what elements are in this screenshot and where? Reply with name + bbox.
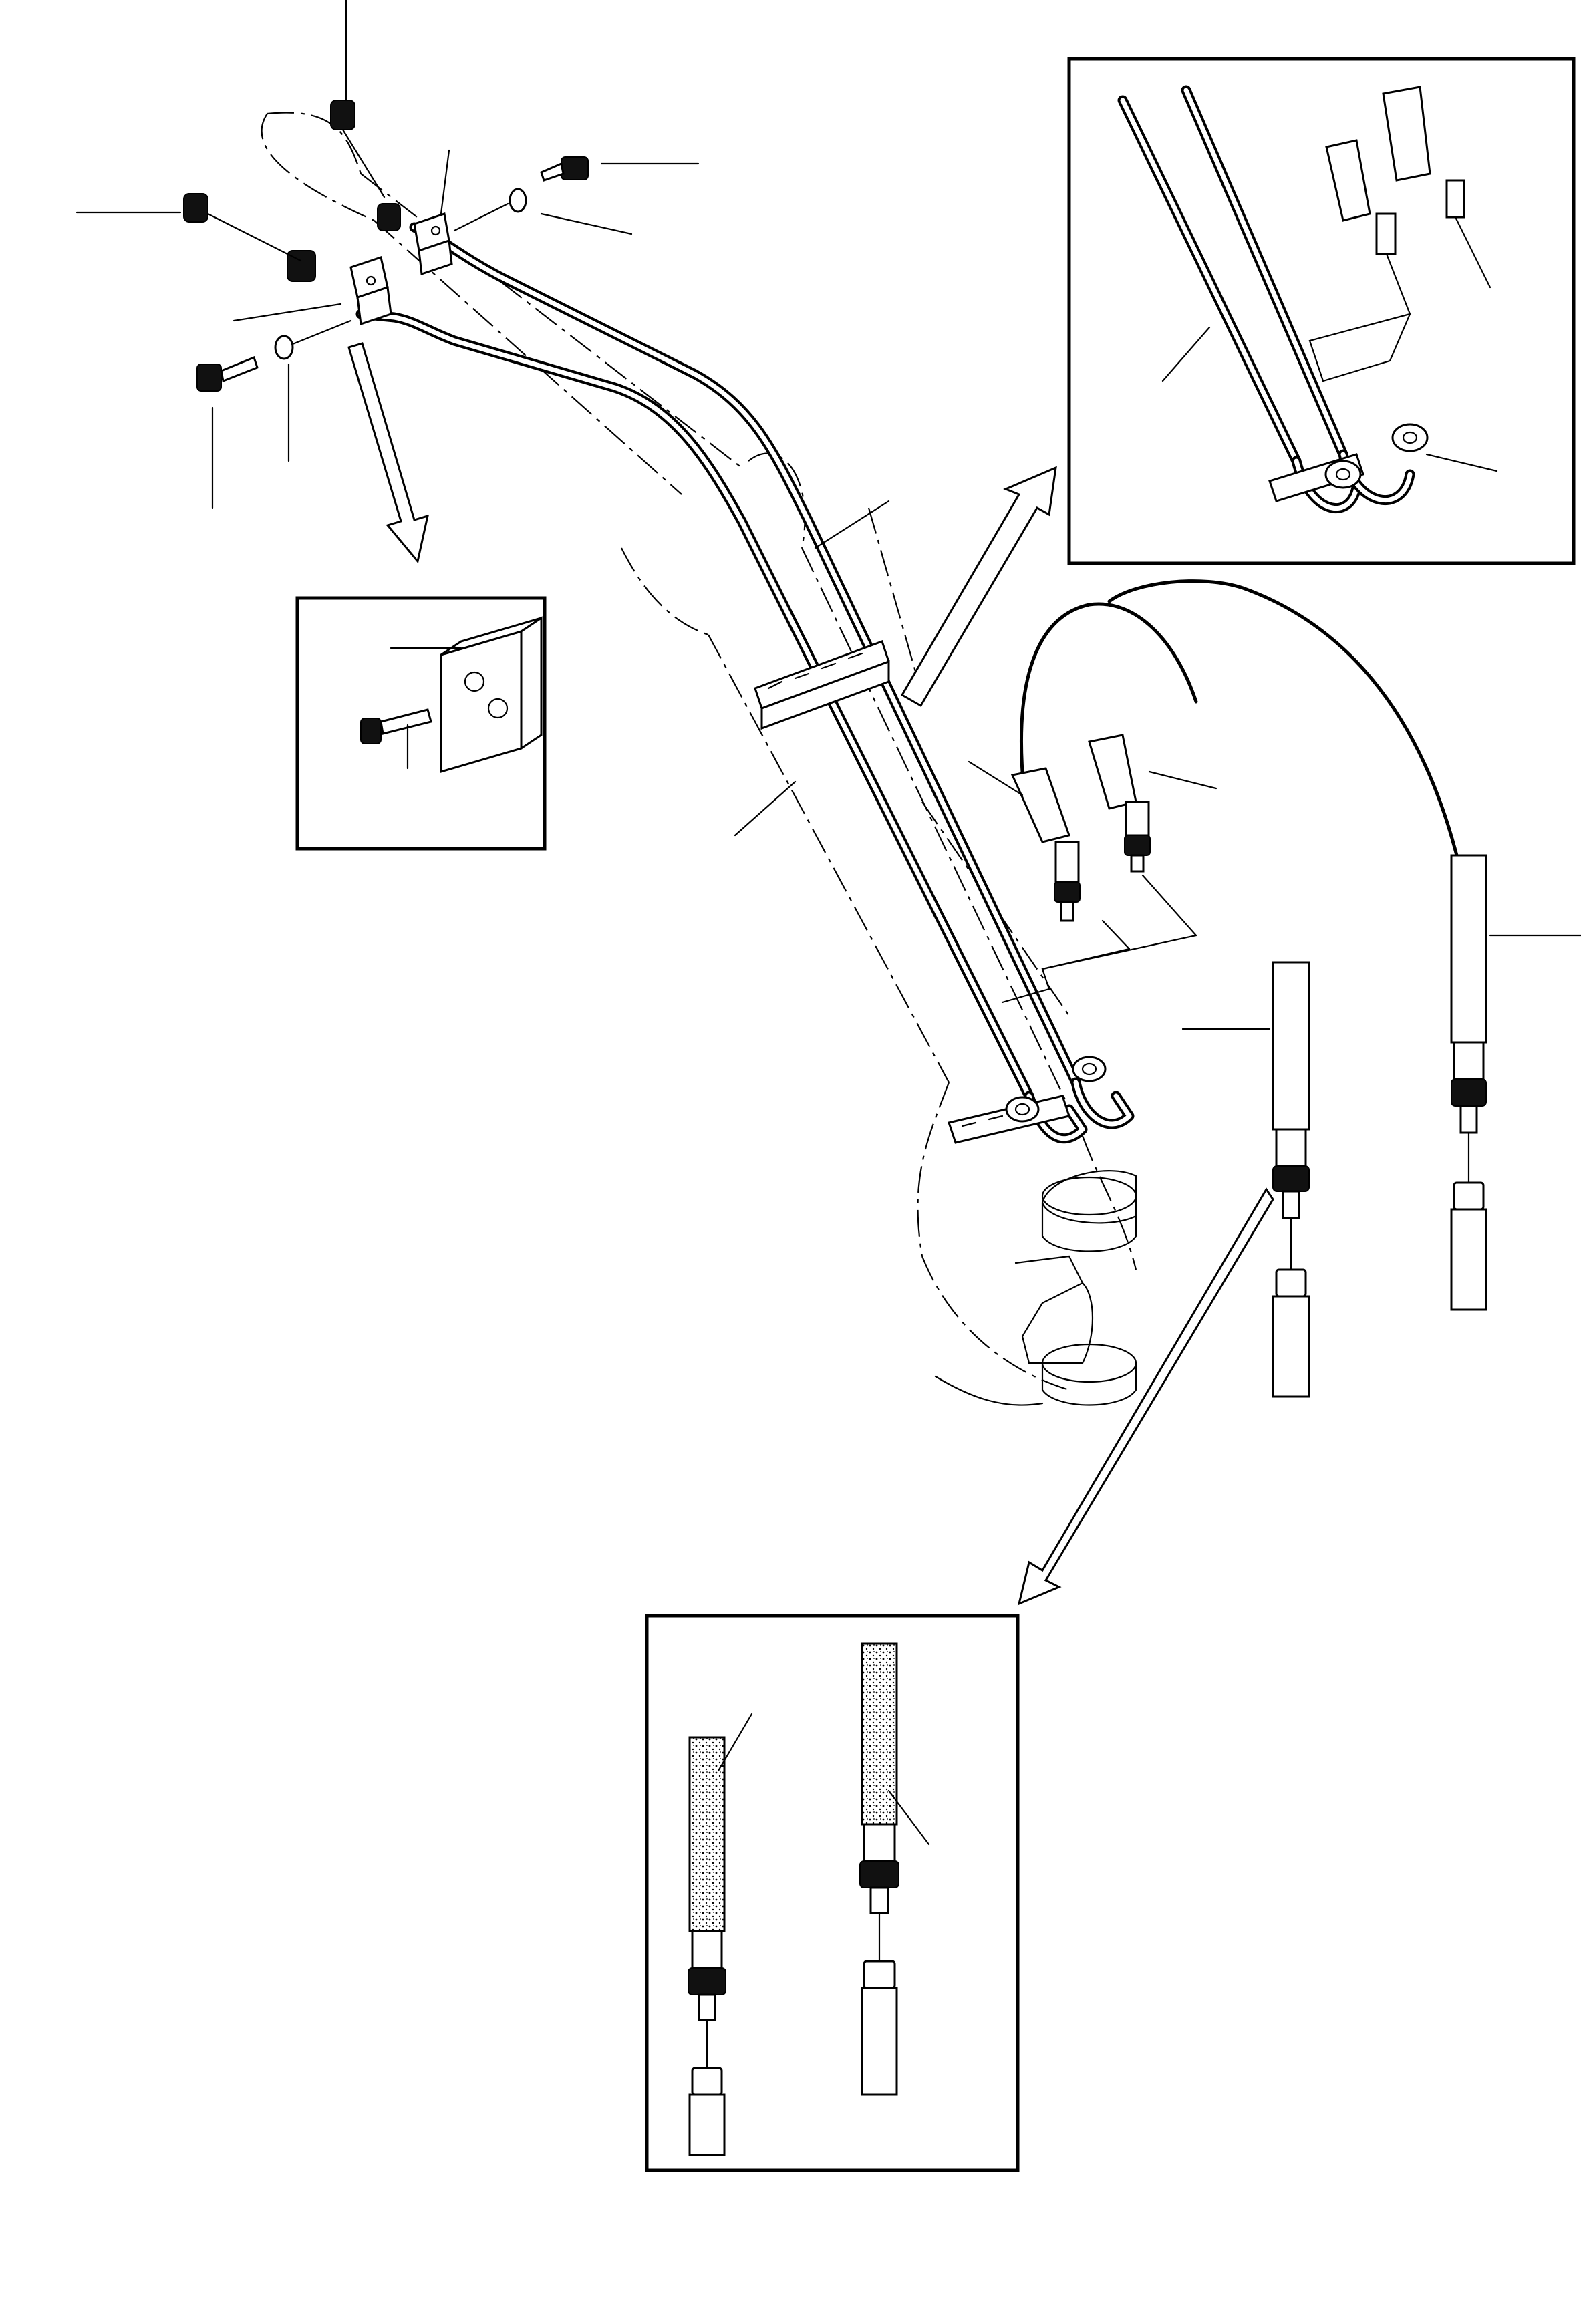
nut-icon <box>287 250 316 282</box>
detail-box-clamp <box>295 596 547 851</box>
mid-pipe-clamp <box>754 640 890 730</box>
detail-arrow-icon <box>1017 1187 1274 1606</box>
pipe-bend-right <box>1070 1077 1135 1129</box>
pipe-left <box>355 309 1034 1101</box>
detail-arrow-icon <box>900 466 1057 708</box>
leader-lines-top-left <box>76 0 700 509</box>
nut-icon <box>330 100 386 198</box>
top-clamp-block-left <box>349 256 392 326</box>
pipe-end-nut-left <box>1005 1096 1040 1123</box>
nut-icon <box>183 193 302 262</box>
bolt-icon <box>540 156 589 182</box>
washer-icon <box>453 188 527 232</box>
pipe-right <box>409 222 1081 1088</box>
nut-icon <box>377 203 401 231</box>
pipe-end-nut-right <box>1072 1056 1107 1082</box>
hose-route-lines <box>734 500 1217 1004</box>
hose-fitting-icon <box>1010 767 1081 922</box>
top-clamp-block-right <box>413 212 453 276</box>
washer-icon <box>274 319 352 360</box>
boom-end-knuckle <box>934 1170 1137 1406</box>
hose-vertical-mid <box>1181 961 1310 1398</box>
detail-arrow-icon <box>347 342 430 564</box>
hose-fitting-icon <box>1088 734 1151 873</box>
detail-box-hose-fittings <box>645 1614 1020 2172</box>
detail-box-pipe-ends <box>1067 57 1576 565</box>
bolt-icon <box>196 356 259 392</box>
hose-vertical-right <box>1450 854 1581 1311</box>
hose-long-right <box>1019 579 1459 857</box>
